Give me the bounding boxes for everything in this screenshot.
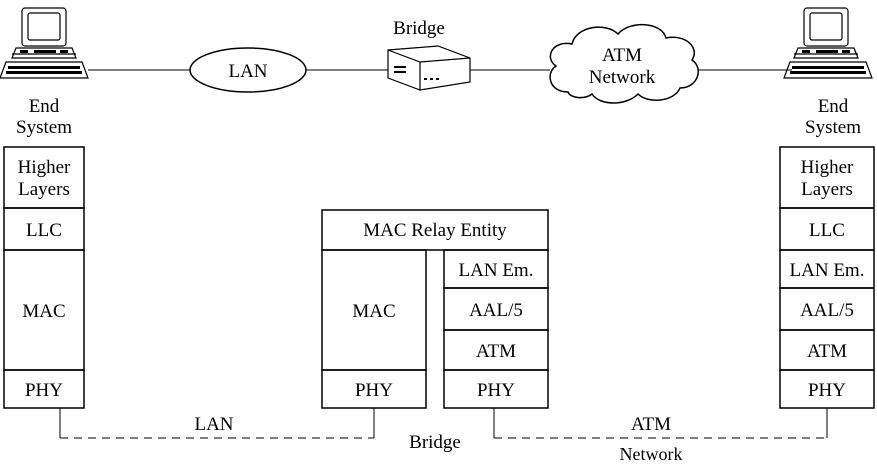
bottom-bridge-label: Bridge [409, 432, 461, 453]
end-system-left-label: End [29, 96, 60, 117]
bridge-phy-right-label: PHY [477, 380, 515, 401]
left-mac-label: MAC [22, 301, 65, 322]
bridge-phy-left-label: PHY [355, 380, 393, 401]
left-phy-label: PHY [25, 380, 63, 401]
bottom-atm-label: ATM [631, 414, 671, 435]
bottom-network-label: Network [620, 444, 683, 464]
bridge-lan-em-label: LAN Em. [459, 260, 534, 281]
right-lan-em-label: LAN Em. [790, 260, 865, 281]
right-stack [779, 146, 875, 409]
right-llc-label: LLC [809, 220, 845, 241]
atm-network-label: ATM [602, 45, 642, 66]
bridge-aal5-label: AAL/5 [469, 300, 523, 321]
left-llc-label: LLC [26, 220, 62, 241]
computer-icon [783, 7, 873, 79]
right-atm-label: ATM [807, 341, 847, 362]
atm-cloud-icon [549, 23, 699, 104]
end-system-left-label-2: System [16, 117, 72, 138]
keyboard-keys-right [790, 50, 866, 74]
atm-network-label-2: Network [589, 67, 656, 88]
bridge-device-icon [387, 45, 471, 91]
left-stack [3, 146, 85, 409]
bridge-relay-label: MAC Relay Entity [363, 220, 507, 241]
lan-ellipse [189, 47, 307, 93]
left-higher-layers-label-2: Layers [18, 179, 70, 200]
physical-link-drops [59, 408, 828, 438]
bridge-device-ports [394, 66, 439, 80]
right-aal5-label: AAL/5 [800, 300, 854, 321]
computer-icon [0, 7, 89, 79]
right-higher-layers-label-2: Layers [801, 179, 853, 200]
lan-label: LAN [228, 61, 267, 82]
keyboard-keys-left [6, 50, 82, 74]
bridge-label: Bridge [393, 18, 445, 39]
right-phy-label: PHY [808, 380, 846, 401]
bridge-atm-label: ATM [476, 341, 516, 362]
end-system-right-label-2: System [805, 117, 861, 138]
right-higher-layers-label: Higher [801, 157, 854, 178]
left-higher-layers-label: Higher [18, 157, 71, 178]
bridge-stack [321, 209, 549, 409]
bridge-mac-label: MAC [352, 301, 395, 322]
bottom-lan-label: LAN [194, 414, 233, 435]
end-system-right-label: End [818, 96, 849, 117]
